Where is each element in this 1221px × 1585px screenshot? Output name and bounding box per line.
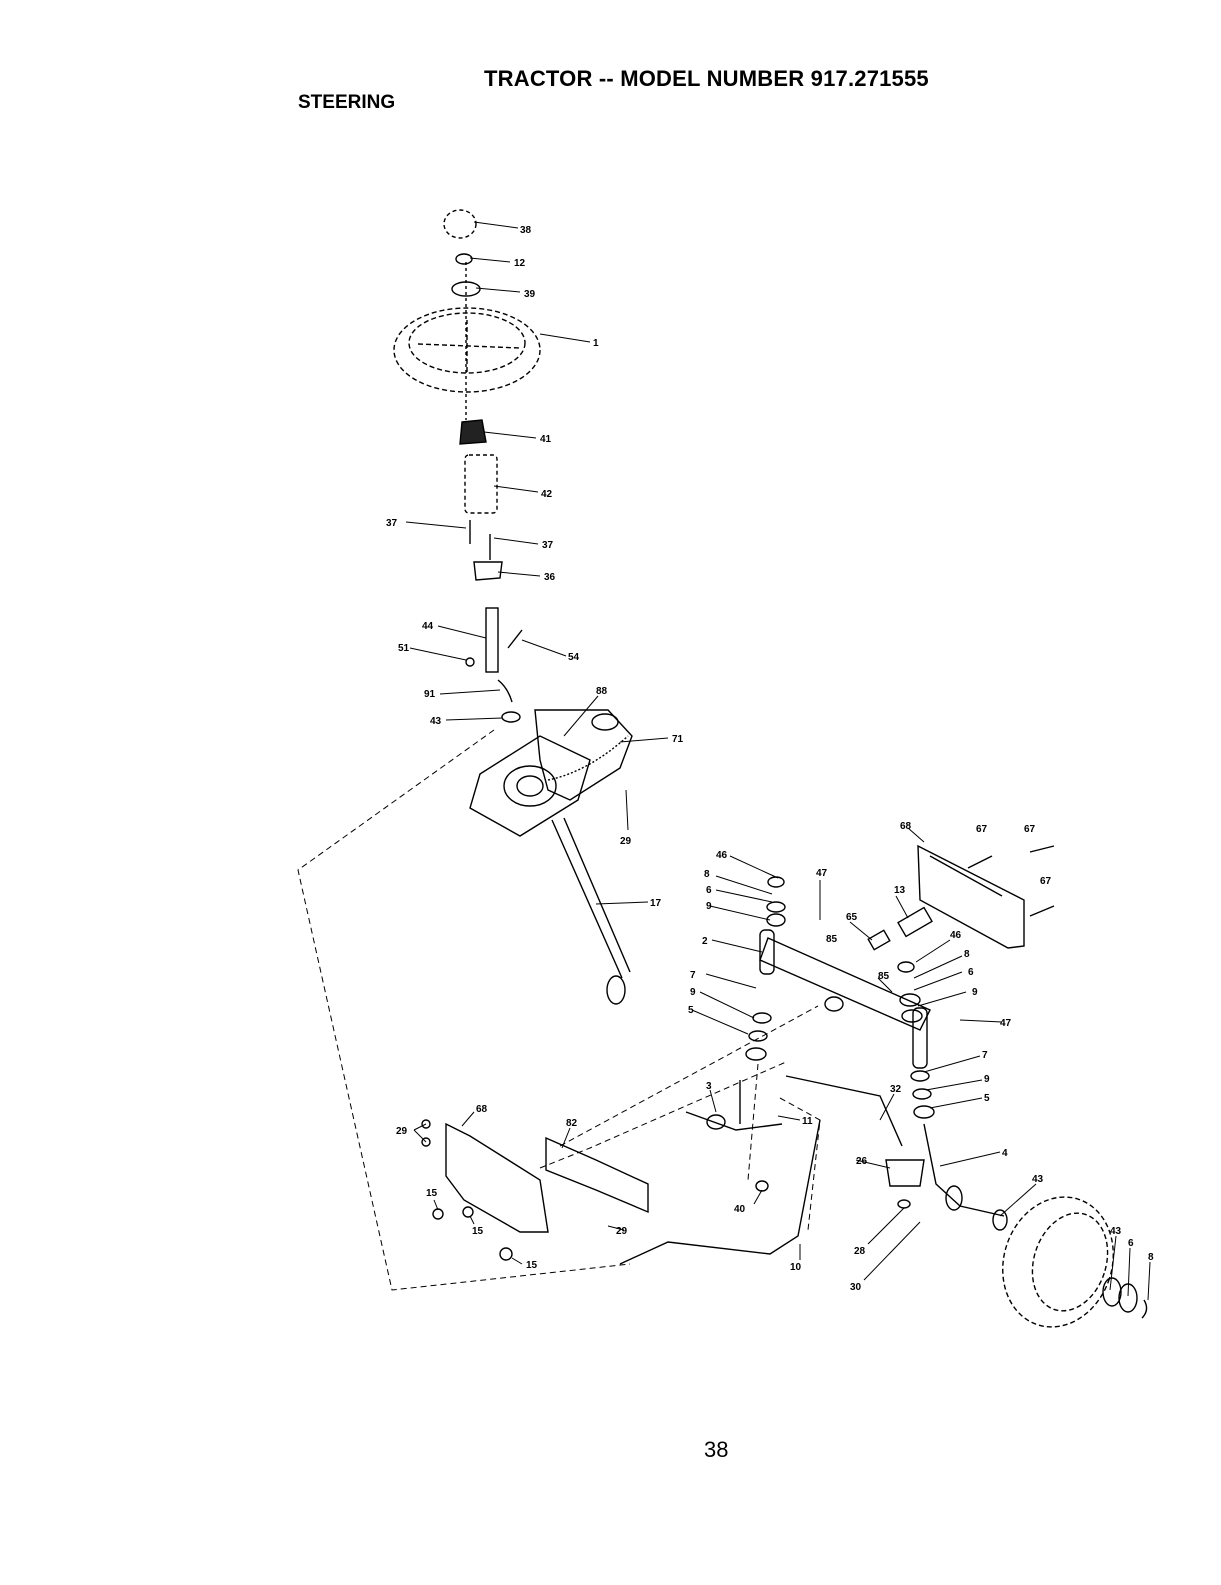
callout-15b: 15 xyxy=(472,1226,484,1237)
callout-37a: 37 xyxy=(386,518,398,529)
callout-3: 3 xyxy=(706,1081,712,1092)
callout-68b: 68 xyxy=(476,1104,488,1115)
callout-28: 28 xyxy=(854,1246,866,1257)
callout-7a: 7 xyxy=(690,970,696,981)
callout-88: 88 xyxy=(596,686,608,697)
callout-5b: 5 xyxy=(984,1093,990,1104)
callout-43a: 43 xyxy=(430,716,442,727)
callout-68a: 68 xyxy=(900,821,912,832)
callout-47b: 47 xyxy=(1000,1018,1012,1029)
callout-37b: 37 xyxy=(542,540,554,551)
callout-10: 10 xyxy=(790,1262,802,1273)
axle-mount-bracket xyxy=(918,846,1024,948)
callout-67a: 67 xyxy=(976,824,988,835)
callout-11: 11 xyxy=(802,1116,813,1127)
callout-17: 17 xyxy=(650,898,662,909)
callout-29b: 29 xyxy=(396,1126,408,1137)
callout-46a: 46 xyxy=(716,850,728,861)
callout-5a: 5 xyxy=(688,1005,694,1016)
callout-6a: 6 xyxy=(706,885,712,896)
callout-91: 91 xyxy=(424,689,436,700)
callout-30: 30 xyxy=(850,1282,862,1293)
callout-7b: 7 xyxy=(982,1050,988,1061)
right-spindle xyxy=(924,1124,1004,1216)
callout-71: 71 xyxy=(672,734,684,745)
front-wheel xyxy=(986,1183,1130,1342)
left-spindle xyxy=(686,1080,782,1130)
callout-51: 51 xyxy=(398,643,410,654)
callout-41: 41 xyxy=(540,434,552,445)
drag-link-rod xyxy=(552,818,630,978)
drag-link xyxy=(620,1120,820,1264)
steering-wheel xyxy=(394,308,540,392)
callout-9b: 9 xyxy=(972,987,978,998)
left-steering-bracket xyxy=(446,1124,548,1232)
callout-26: 26 xyxy=(856,1156,868,1167)
callout-85b: 85 xyxy=(878,971,890,982)
callout-9a: 9 xyxy=(706,901,712,912)
callout-9d: 9 xyxy=(984,1074,990,1085)
callout-29a: 29 xyxy=(620,836,632,847)
callout-46b: 46 xyxy=(950,930,962,941)
callout-1: 1 xyxy=(593,338,599,349)
callout-6c: 6 xyxy=(1128,1238,1134,1249)
callout-42: 42 xyxy=(541,489,553,500)
callout-38: 38 xyxy=(520,225,532,236)
callout-65: 65 xyxy=(846,912,858,923)
callout-67b: 67 xyxy=(1024,824,1036,835)
callout-82: 82 xyxy=(566,1118,578,1129)
callout-9c: 9 xyxy=(690,987,696,998)
callout-47a: 47 xyxy=(816,868,828,879)
steering-bracket xyxy=(474,562,502,580)
steering-cap xyxy=(444,210,476,238)
callout-39: 39 xyxy=(524,289,536,300)
steering-nut xyxy=(456,254,472,264)
callout-44: 44 xyxy=(422,621,434,632)
support-bracket xyxy=(546,1138,648,1212)
callout-15a: 15 xyxy=(426,1188,438,1199)
page-number: 38 xyxy=(704,1437,728,1463)
callout-85a: 85 xyxy=(826,934,838,945)
callout-29c: 29 xyxy=(616,1226,628,1237)
callout-36: 36 xyxy=(544,572,556,583)
callout-8c: 8 xyxy=(1148,1252,1154,1263)
callout-2: 2 xyxy=(702,936,708,947)
callout-6b: 6 xyxy=(968,967,974,978)
callout-43c: 43 xyxy=(1110,1226,1122,1237)
callout-12: 12 xyxy=(514,258,526,269)
callout-15c: 15 xyxy=(526,1260,538,1271)
callout-54: 54 xyxy=(568,652,580,663)
callout-43b: 43 xyxy=(1032,1174,1044,1185)
callout-4: 4 xyxy=(1002,1148,1008,1159)
callout-8a: 8 xyxy=(704,869,710,880)
front-axle xyxy=(760,938,930,1030)
steering-shaft xyxy=(486,608,498,672)
callout-32: 32 xyxy=(890,1084,902,1095)
callout-67c: 67 xyxy=(1040,876,1052,887)
steering-spacer xyxy=(465,455,497,513)
callout-8b: 8 xyxy=(964,949,970,960)
steering-gear-plate xyxy=(470,736,590,836)
callout-40: 40 xyxy=(734,1204,746,1215)
callout-13: 13 xyxy=(894,885,906,896)
steering-adapter xyxy=(460,420,486,444)
